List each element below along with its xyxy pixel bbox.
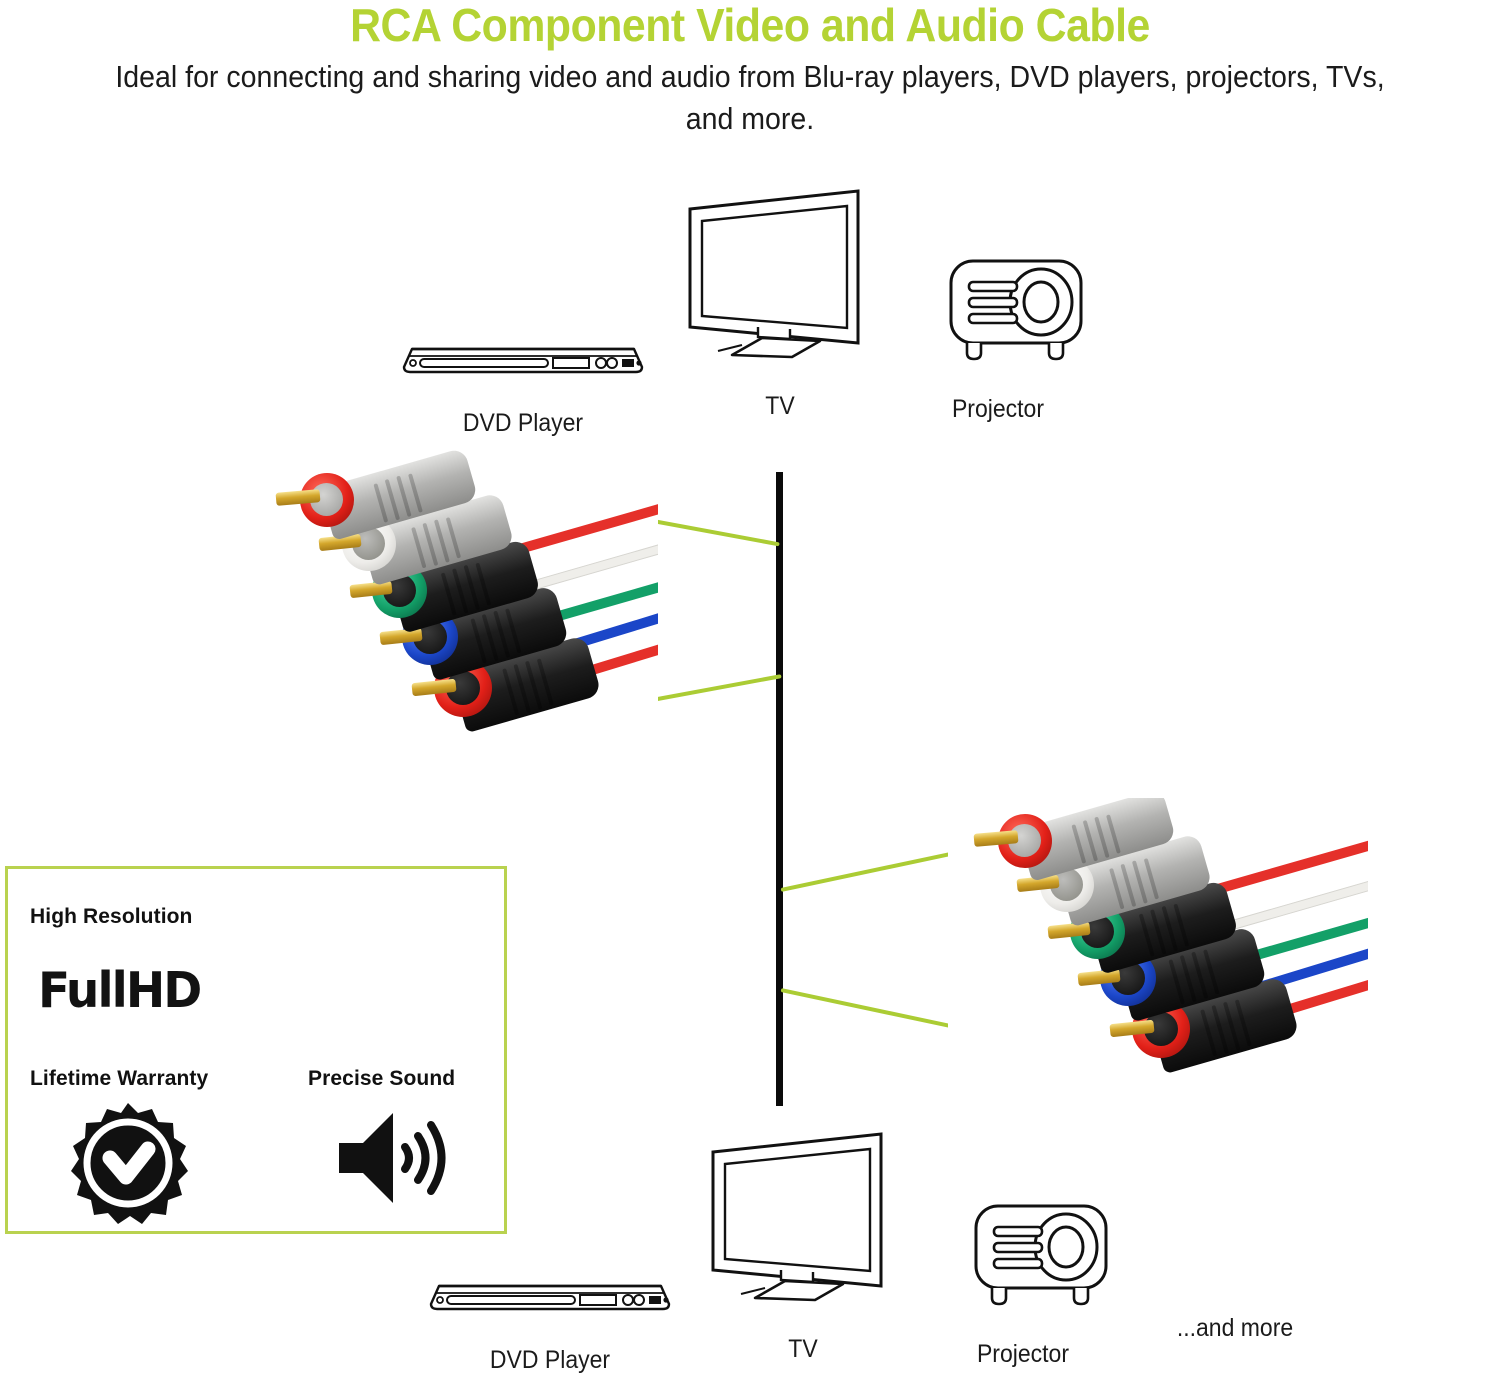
tv-icon bbox=[711, 1132, 883, 1302]
leader-line-lower-right bbox=[780, 988, 956, 1029]
feature-precise-sound-label: Precise Sound bbox=[308, 1067, 456, 1090]
device-label: ...and more bbox=[1176, 1314, 1294, 1342]
feature-lifetime-warranty-label: Lifetime Warranty bbox=[30, 1067, 209, 1090]
device-tv-bottom: TV bbox=[678, 1128, 928, 1364]
device-label: TV bbox=[765, 392, 795, 420]
fullhd-logo: FullHD bbox=[38, 962, 202, 1019]
leader-line-upper-right bbox=[780, 851, 953, 892]
warranty-badge-check-icon bbox=[71, 1103, 188, 1224]
device-label: Projector bbox=[976, 1340, 1070, 1368]
device-label: TV bbox=[788, 1335, 818, 1363]
device-row-bottom: DVD Player TV Projector ...and more bbox=[0, 1132, 1500, 1376]
device-label: Projector bbox=[951, 395, 1045, 423]
plug-red-video bbox=[274, 447, 514, 543]
device-tv-top: TV bbox=[655, 185, 905, 421]
device-projector-bottom: Projector bbox=[898, 1200, 1148, 1369]
header: RCA Component Video and Audio Cable Idea… bbox=[0, 0, 1500, 140]
page-subtitle: Ideal for connecting and sharing video a… bbox=[115, 59, 1385, 136]
dvd-player-icon bbox=[402, 347, 644, 374]
vertical-divider bbox=[776, 472, 783, 1106]
device-projector-top: Projector bbox=[873, 255, 1123, 424]
dvd-player-icon bbox=[429, 1284, 671, 1311]
device-label: DVD Player bbox=[489, 1346, 611, 1374]
projector-icon bbox=[949, 259, 1082, 361]
feature-box: High Resolution FullHD Lifetime Warranty… bbox=[5, 866, 507, 1234]
device-and-more: ...and more bbox=[1110, 1314, 1360, 1343]
device-row-top: DVD Player TV Projector bbox=[0, 185, 1500, 438]
feature-high-resolution-label: High Resolution bbox=[30, 905, 193, 928]
cable-photo-upper bbox=[258, 443, 658, 783]
cable-photo-lower bbox=[948, 798, 1368, 1118]
projector-icon bbox=[974, 1204, 1107, 1306]
device-dvd-player-top: DVD Player bbox=[398, 325, 648, 438]
speaker-volume-icon bbox=[339, 1113, 446, 1203]
device-label: DVD Player bbox=[462, 409, 584, 437]
device-dvd-player-bottom: DVD Player bbox=[425, 1262, 675, 1375]
page-title: RCA Component Video and Audio Cable bbox=[350, 0, 1150, 51]
tv-icon bbox=[688, 189, 860, 359]
plug-red-video bbox=[972, 798, 1212, 884]
